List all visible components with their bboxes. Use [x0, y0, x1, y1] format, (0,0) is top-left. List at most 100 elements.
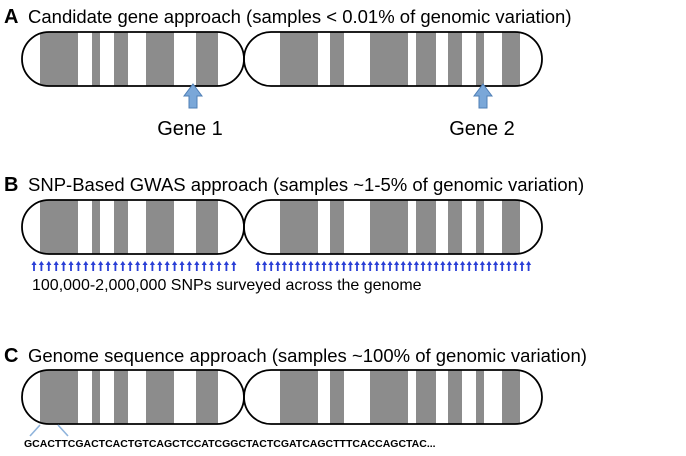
- snp-marker-icon: [179, 261, 185, 271]
- gene-2-arrow-icon: [473, 83, 493, 109]
- gene-2-label: Gene 2: [449, 118, 515, 140]
- snp-marker-icon: [53, 261, 59, 271]
- snp-marker-icon: [354, 261, 360, 271]
- band: [280, 370, 318, 424]
- band: [146, 32, 174, 86]
- band: [92, 200, 100, 254]
- band: [330, 32, 344, 86]
- snp-marker-row: [31, 261, 532, 271]
- band: [502, 370, 520, 424]
- band: [416, 370, 436, 424]
- chromosome-b-left-arm: [21, 199, 245, 255]
- snp-marker-icon: [120, 261, 126, 271]
- band: [330, 200, 344, 254]
- gene-1-arrow-icon: [183, 83, 203, 109]
- snp-marker-icon: [295, 261, 301, 271]
- chromosome-b-right-outline: [243, 199, 543, 255]
- gene-1-marker: Gene 1: [157, 83, 223, 140]
- band: [370, 32, 408, 86]
- snp-marker-icon: [466, 261, 472, 271]
- snp-marker-icon: [512, 261, 518, 271]
- snp-marker-icon: [328, 261, 334, 271]
- snp-marker-icon: [46, 261, 52, 271]
- chromosome-c-left-bands: [40, 370, 218, 424]
- snp-marker-icon: [301, 261, 307, 271]
- band: [330, 370, 344, 424]
- panel-c-title: Genome sequence approach (samples ~100% …: [28, 345, 587, 366]
- snp-marker-icon: [519, 261, 525, 271]
- snp-marker-icon: [135, 261, 141, 271]
- snp-marker-icon: [164, 261, 170, 271]
- snp-marker-icon: [127, 261, 133, 271]
- snp-marker-icon: [223, 261, 229, 271]
- band: [114, 370, 128, 424]
- snp-marker-icon: [83, 261, 89, 271]
- band: [146, 200, 174, 254]
- snp-marker-icon: [453, 261, 459, 271]
- band: [448, 200, 462, 254]
- band: [416, 200, 436, 254]
- band: [448, 32, 462, 86]
- snp-marker-icon: [31, 261, 37, 271]
- snp-marker-icon: [473, 261, 479, 271]
- snp-marker-icon: [75, 261, 81, 271]
- sequence-zoom-bracket: [29, 424, 69, 437]
- panel-b-title: SNP-Based GWAS approach (samples ~1-5% o…: [28, 174, 584, 195]
- snp-marker-icon: [209, 261, 215, 271]
- band: [502, 200, 520, 254]
- snp-marker-icon: [460, 261, 466, 271]
- band: [196, 32, 218, 86]
- panel-c-sequence: GCACTTCGACTCACTGTCAGCTCCATCGGCTACTCGATCA…: [24, 438, 436, 450]
- snp-marker-icon: [142, 261, 148, 271]
- snp-marker-icon: [98, 261, 104, 271]
- chromosome-c: [21, 369, 543, 425]
- snp-marker-icon: [216, 261, 222, 271]
- chromosome-a-left-arm: [21, 31, 245, 87]
- snp-marker-icon: [255, 261, 261, 271]
- snp-marker-icon: [194, 261, 200, 271]
- snp-marker-icon: [526, 261, 532, 271]
- panel-c-letter: C: [4, 345, 18, 367]
- snp-marker-icon: [61, 261, 67, 271]
- chromosome-a-right-bands: [280, 32, 520, 86]
- snp-marker-icon: [394, 261, 400, 271]
- chromosome-a: [21, 31, 543, 87]
- gene-1-label: Gene 1: [157, 118, 223, 140]
- snp-marker-icon: [347, 261, 353, 271]
- snp-marker-icon: [90, 261, 96, 271]
- chromosome-c-right-bands: [280, 370, 520, 424]
- band: [146, 370, 174, 424]
- chromosome-a-right-arm: [243, 31, 543, 87]
- snp-marker-icon: [506, 261, 512, 271]
- snp-marker-icon: [433, 261, 439, 271]
- band: [502, 32, 520, 86]
- band: [370, 370, 408, 424]
- panel-c: C Genome sequence approach (samples ~100…: [4, 345, 587, 450]
- snp-marker-icon: [281, 261, 287, 271]
- band: [476, 370, 484, 424]
- panel-a-title: Candidate gene approach (samples < 0.01%…: [28, 6, 572, 27]
- snp-marker-icon: [400, 261, 406, 271]
- band: [280, 32, 318, 86]
- snp-marker-icon: [105, 261, 111, 271]
- panel-a: A Candidate gene approach (samples < 0.0…: [4, 6, 572, 140]
- snp-marker-icon: [262, 261, 268, 271]
- snp-marker-icon: [321, 261, 327, 271]
- snp-marker-icon: [308, 261, 314, 271]
- snp-marker-icon: [38, 261, 44, 271]
- snp-marker-icon: [407, 261, 413, 271]
- chromosome-c-right-outline: [243, 369, 543, 425]
- snp-marker-icon: [157, 261, 163, 271]
- band: [416, 32, 436, 86]
- gene-2-marker: Gene 2: [449, 83, 515, 140]
- band: [92, 370, 100, 424]
- band: [196, 370, 218, 424]
- snp-marker-icon: [479, 261, 485, 271]
- snp-marker-icon: [374, 261, 380, 271]
- snp-marker-icon: [288, 261, 294, 271]
- band: [114, 32, 128, 86]
- snp-marker-icon: [387, 261, 393, 271]
- snp-marker-icon: [427, 261, 433, 271]
- band: [280, 200, 318, 254]
- band: [40, 32, 78, 86]
